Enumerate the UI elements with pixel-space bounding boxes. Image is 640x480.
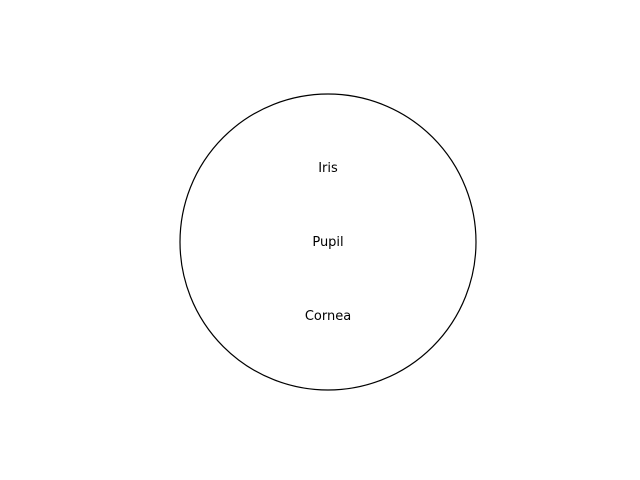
iris-label: Iris: [318, 161, 338, 176]
eye-outline-circle: [179, 93, 477, 391]
cornea-label: Cornea: [305, 309, 351, 324]
pupil-label: Pupil: [312, 235, 343, 250]
